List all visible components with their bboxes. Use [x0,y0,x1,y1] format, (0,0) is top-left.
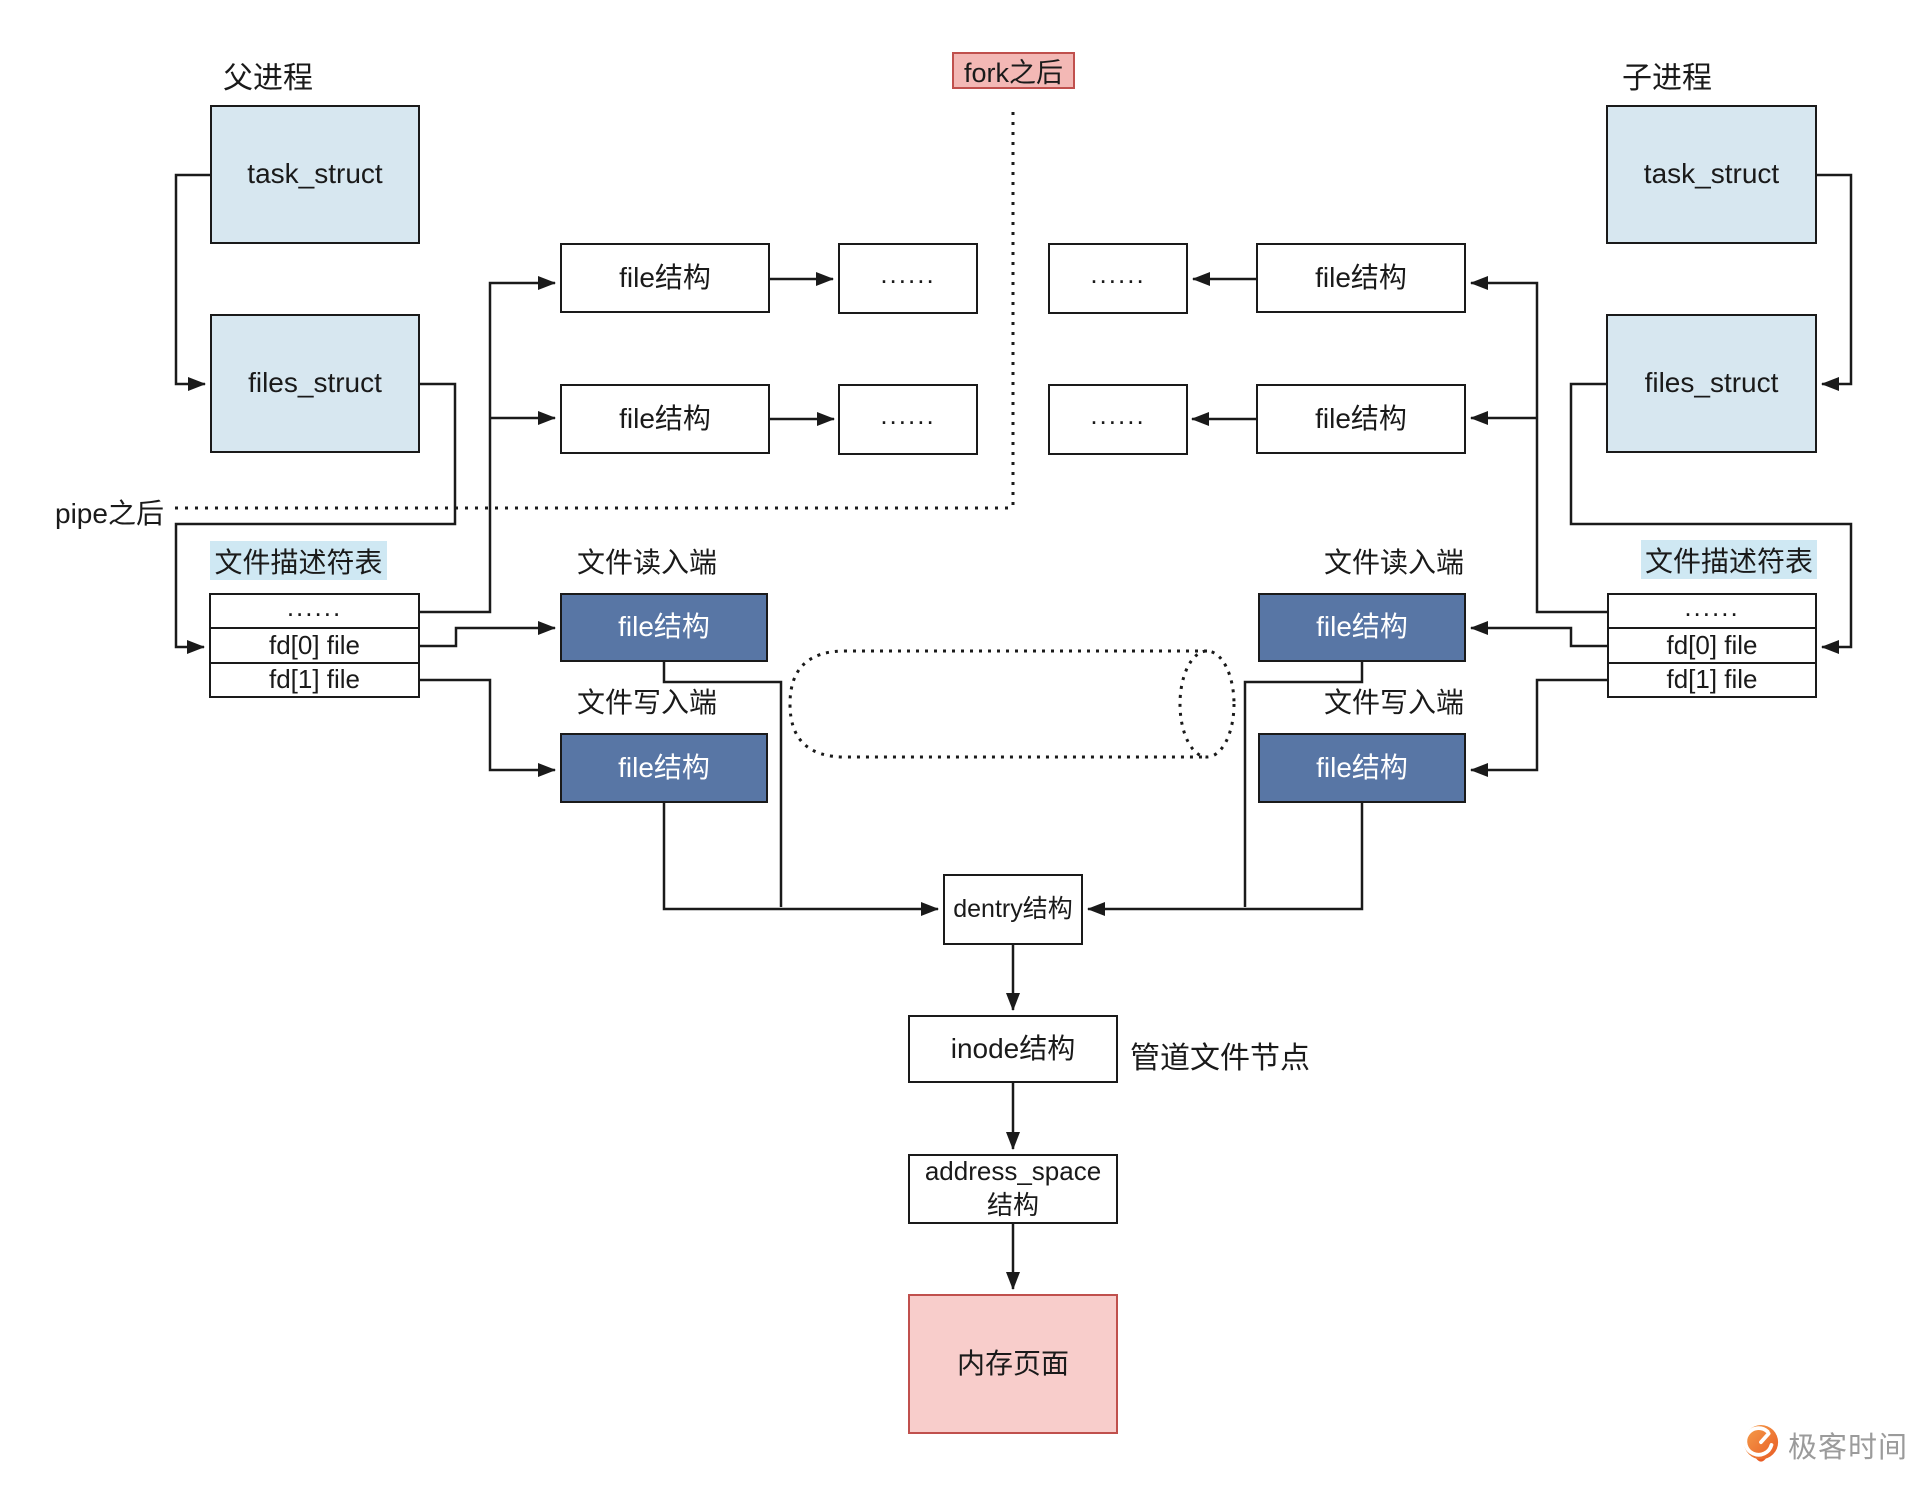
address-space-line1: address_space [924,1156,1102,1187]
file-struct-parent-row2-box: file结构 [560,384,770,454]
file-struct-read-parent-box: file结构 [560,593,768,662]
ellipsis-child-row2-box: ...... [1048,384,1188,455]
inode-box: inode结构 [908,1015,1118,1083]
fd-table-parent: ...... fd[0] file fd[1] file [209,591,420,698]
geektime-logo-icon [1743,1425,1779,1462]
parent-process-label: 父进程 [223,62,313,95]
write-end-label-parent: 文件写入端 [577,687,718,718]
ellipsis-text: ...... [880,399,936,430]
read-end-label-parent: 文件读入端 [577,547,718,578]
files-struct-child-box: files_struct [1606,314,1817,453]
files-struct-parent-box: files_struct [210,314,420,453]
ellipsis-child-row1-box: ...... [1048,243,1188,314]
file-struct-write-parent-box: file结构 [560,733,768,803]
write-end-label-child: 文件写入端 [1324,687,1465,718]
task-struct-parent-box: task_struct [210,105,420,244]
geektime-logo-text: 极客时间 [1788,1432,1909,1464]
file-struct-read-child-box: file结构 [1258,593,1466,662]
address-space-box: address_space 结构 [908,1154,1118,1224]
file-struct-write-child-box: file结构 [1258,733,1466,803]
fd-row-fd0: fd[0] file [1609,627,1815,661]
file-struct-child-row1-box: file结构 [1256,243,1466,313]
pipe-tag: pipe之后 [55,498,164,529]
fd-table-title-parent: 文件描述符表 [210,541,387,580]
fd-row-dots: ...... [211,591,418,627]
file-struct-child-row2-box: file结构 [1256,384,1466,454]
child-connectors [1087,173,1853,916]
read-end-label-child: 文件读入端 [1324,547,1465,578]
fd-table-title-child: 文件描述符表 [1641,540,1817,579]
ellipsis-parent-row2-box: ...... [838,384,978,455]
address-space-text: address_space 结构 [925,1155,1101,1223]
fd-row-fd1: fd[1] file [1609,661,1815,696]
ellipsis-text: ...... [1090,399,1146,430]
fd-row-dots: ...... [1609,591,1815,627]
fd-table-child: ...... fd[0] file fd[1] file [1607,591,1817,698]
fd-row-fd0: fd[0] file [211,627,418,661]
ellipsis-text: ...... [286,591,343,622]
geektime-logo: 极客时间 [1742,1424,1908,1466]
memory-page-box: 内存页面 [908,1294,1118,1434]
pipe-cylinder [788,649,1236,759]
ellipsis-text: ...... [1684,591,1740,622]
file-struct-parent-row1-box: file结构 [560,243,770,313]
child-process-label: 子进程 [1622,62,1712,95]
task-struct-child-box: task_struct [1606,105,1817,244]
dentry-box: dentry结构 [943,874,1083,945]
ellipsis-parent-row1-box: ...... [838,243,978,314]
pipe-inode-annotation: 管道文件节点 [1130,1042,1310,1075]
address-space-line2: 结构 [986,1190,1039,1220]
ellipsis-text: ...... [1090,258,1146,289]
fd-row-fd1: fd[1] file [211,661,418,696]
ellipsis-text: ...... [880,258,936,289]
fork-tag: fork之后 [952,52,1075,89]
parent-connectors [174,173,939,916]
